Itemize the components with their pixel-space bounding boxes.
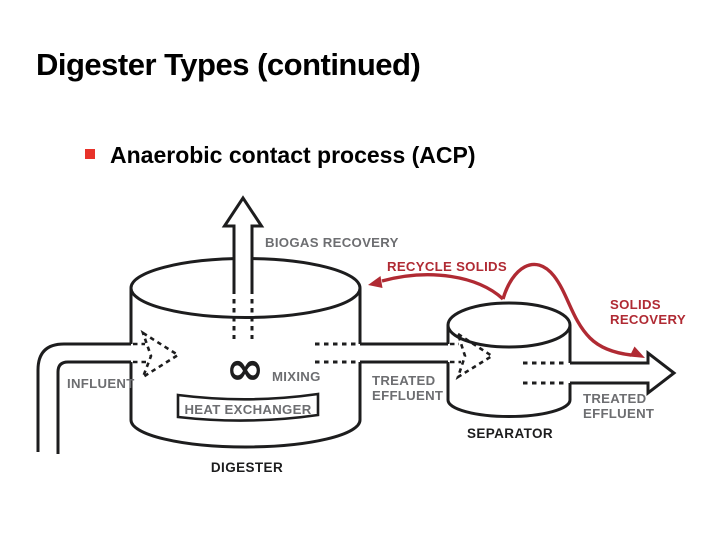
biogas-arrow-dashed-shaft xyxy=(232,299,254,339)
separator-tank xyxy=(446,301,572,418)
bullet-item: Anaerobic contact process (ACP) xyxy=(85,142,476,169)
biogas-arrow-outline xyxy=(221,195,265,294)
solids-recovery-arrowhead xyxy=(629,346,645,358)
heat-exchanger-label: HEAT EXCHANGER xyxy=(184,402,311,417)
exit-arrow-outline xyxy=(570,349,677,397)
biogas-arrow-fill xyxy=(224,198,262,294)
svg-text:TREATED: TREATED xyxy=(583,391,646,406)
digester-label: DIGESTER xyxy=(211,460,283,475)
separator-outlet-dashes xyxy=(523,361,567,385)
separator-flow-chevron xyxy=(455,330,495,380)
digester-walls xyxy=(129,288,362,420)
separator-bottom xyxy=(446,399,572,418)
bullet-square-icon xyxy=(85,149,95,159)
influent-pipe-outer xyxy=(36,342,131,452)
exit-arrow-fill xyxy=(570,353,674,393)
heat-exchanger-box xyxy=(176,392,320,422)
digester-bottom xyxy=(129,419,362,449)
svg-text:SOLIDS: SOLIDS xyxy=(610,297,661,312)
biogas-arrow xyxy=(221,195,265,339)
recycle-solids-label: RECYCLE SOLIDS xyxy=(387,259,507,274)
separator-flow-stubs xyxy=(450,342,461,364)
digester-outlet-dashes xyxy=(315,342,359,364)
inlet-flow-arrow xyxy=(133,329,181,381)
biogas-recovery-label: BIOGAS RECOVERY xyxy=(265,235,399,250)
influent-pipe-inner xyxy=(56,360,131,454)
influent-label: INFLUENT xyxy=(67,376,135,391)
svg-text:EFFLUENT: EFFLUENT xyxy=(372,388,443,403)
separator-walls xyxy=(446,325,572,400)
recycle-solids-arrowhead xyxy=(368,276,383,288)
separator-label: SEPARATOR xyxy=(467,426,553,441)
influent-pipe xyxy=(36,342,131,454)
inlet-flow-stubs xyxy=(133,342,147,364)
recycle-solids-arrow xyxy=(368,273,505,301)
mixing-symbol-icon: ∞ xyxy=(226,341,264,395)
recycle-solids-curve xyxy=(381,273,505,301)
svg-text:TREATED: TREATED xyxy=(372,373,435,388)
svg-text:RECOVERY: RECOVERY xyxy=(610,312,686,327)
effluent-exit-arrow xyxy=(570,349,677,397)
mixing-label: MIXING xyxy=(272,369,321,384)
inlet-flow-chevron xyxy=(140,329,181,381)
separator-flow-arrow xyxy=(450,330,495,380)
treated-effluent-label-1: TREATED EFFLUENT xyxy=(372,373,443,403)
treated-effluent-label-2: TREATED EFFLUENT xyxy=(583,391,654,421)
transfer-pipe xyxy=(360,342,448,364)
page-title: Digester Types (continued) xyxy=(36,47,421,82)
bullet-text: Anaerobic contact process (ACP) xyxy=(110,142,476,168)
svg-text:EFFLUENT: EFFLUENT xyxy=(583,406,654,421)
solids-recovery-label: SOLIDS RECOVERY xyxy=(610,297,686,327)
heat-exchanger: HEAT EXCHANGER xyxy=(176,392,320,422)
solids-recovery-arrow xyxy=(501,262,645,358)
solids-recovery-curve xyxy=(501,262,632,357)
